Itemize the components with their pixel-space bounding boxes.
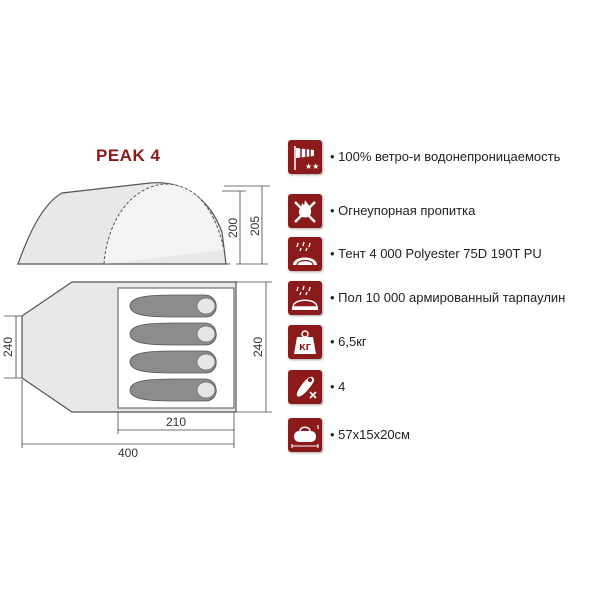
sleeping-bag — [129, 378, 217, 402]
outer-width-value: 240 — [1, 337, 15, 357]
spec-pack-size: • 57x15x20см — [288, 418, 600, 452]
height-outer-label: 205 — [248, 216, 262, 236]
height-inner-value: 200 — [226, 218, 240, 238]
kg-text: КГ — [299, 343, 311, 352]
sleeping-bag — [129, 350, 217, 374]
sleeping-bag — [129, 322, 217, 346]
sleeping-bag-hood — [196, 297, 216, 315]
windsock-icon: ★★ — [288, 140, 322, 174]
fire-crossed-icon — [288, 194, 322, 228]
sleeping-bag-hood — [196, 381, 216, 399]
sleeping-bag-hood — [196, 325, 216, 343]
inner-width-value: 240 — [251, 337, 265, 357]
model-title: PEAK 4 — [96, 146, 161, 165]
tent-side-view — [17, 182, 230, 265]
height-outer-value: 205 — [248, 216, 262, 236]
sleeping-bag-icon — [288, 370, 322, 404]
spec-weight: КГ • 6,5кг — [288, 325, 600, 359]
inner-width-label: 240 — [1, 337, 15, 357]
bag-size-icon — [288, 418, 322, 452]
spec-label: • Тент 4 000 Polyester 75D 190T PU — [330, 246, 542, 261]
total-length-value: 400 — [118, 446, 138, 460]
spec-waterproof: ★★ • 100% ветро-и водонепроницаемость — [288, 140, 600, 174]
weight-kg-icon: КГ — [288, 325, 322, 359]
svg-text:★★: ★★ — [305, 162, 319, 171]
spec-label: • 100% ветро-и водонепроницаемость — [330, 149, 561, 164]
sleeping-bag-hood — [196, 353, 216, 371]
sleeping-bag — [129, 294, 217, 318]
spec-label: • Огнеупорная пропитка — [330, 203, 476, 218]
spec-floor: • Пол 10 000 армированный тарпаулин — [288, 281, 600, 315]
rain-tent-icon — [288, 237, 322, 271]
spec-label: • 6,5кг — [330, 334, 367, 349]
rain-floor-icon — [288, 281, 322, 315]
sleeping-bags — [129, 294, 217, 402]
inner-length-value: 210 — [166, 415, 186, 429]
outer-width-label: 240 — [251, 337, 265, 357]
spec-label: • 57x15x20см — [330, 427, 410, 442]
spec-label: • 4 — [330, 379, 346, 394]
tent-diagram: 200 205 240 240 210 400 — [1, 182, 272, 460]
spec-label: • Пол 10 000 армированный тарпаулин — [330, 290, 566, 305]
spec-fireproof: • Огнеупорная пропитка — [288, 194, 600, 228]
spec-rainfly: • Тент 4 000 Polyester 75D 190T PU — [288, 237, 600, 271]
height-inner-label: 200 — [226, 218, 240, 238]
spec-capacity: • 4 — [288, 370, 600, 404]
